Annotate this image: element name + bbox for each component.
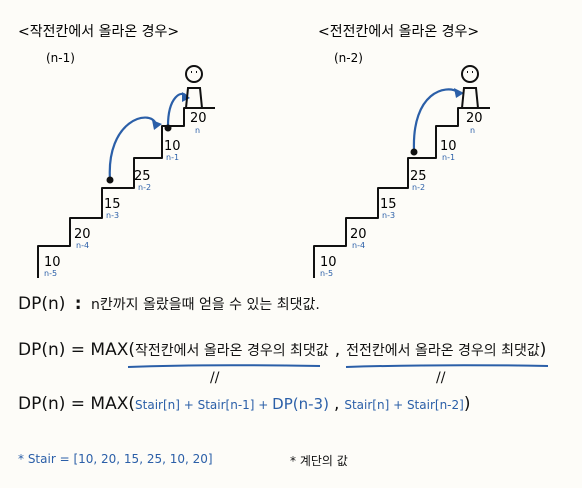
left-diagram-subtitle: (n-1) [46, 51, 75, 65]
left-jump-arrow-one-step-head [182, 92, 190, 102]
left-step-3-index: n-3 [106, 211, 119, 220]
left-step-3-value: 15 [104, 197, 121, 212]
right-step-6-index: n [470, 126, 475, 135]
left-step-6-index: n [195, 126, 200, 135]
left-step-5-value: 10 [164, 139, 181, 154]
recurrence-arg-1: 작전칸에서 올라온 경우의 최댓값 [135, 343, 329, 359]
right-step-5-index: n-1 [442, 153, 455, 162]
formula-line-2: DP(n) = MAX(작전칸에서 올라온 경우의 최댓값, 전전칸에서 올라온 … [18, 340, 546, 360]
left-step-6-value: 20 [190, 111, 207, 126]
expanded-close: ) [463, 394, 471, 414]
left-step-4-value: 25 [134, 169, 151, 184]
left-step-2-index: n-4 [76, 241, 89, 250]
left-stick-figure [185, 65, 203, 109]
right-step-4-index: n-2 [412, 183, 425, 192]
right-step-1-index: n-5 [320, 269, 333, 278]
footnote-note: * 계단의 값 [290, 454, 348, 468]
right-jump-arrow-two-step-head [454, 88, 464, 98]
dp-definition-rhs: n칸까지 올랐을때 얻을 수 있는 최댓값. [91, 297, 320, 313]
recurrence-lhs: DP(n) = MAX( [18, 340, 136, 360]
right-jump-start-dot [410, 148, 418, 156]
right-step-1-value: 10 [320, 255, 337, 270]
right-jump-arrow-two-step [412, 88, 459, 151]
right-step-5-value: 10 [440, 139, 457, 154]
left-step-5-index: n-1 [166, 153, 179, 162]
left-staircase-outline [37, 107, 215, 278]
right-step-2-index: n-4 [352, 241, 365, 250]
left-diagram-title: <작전칸에서 올라온 경우> [18, 24, 179, 40]
right-step-3-value: 15 [380, 197, 397, 212]
left-jump-arrow-two-step-head [152, 120, 162, 130]
recurrence-arg-2: 전전칸에서 올라온 경우의 최댓값 [346, 343, 540, 359]
formula-line-3: DP(n) = MAX(Stair[n] + Stair[n-1] + DP(n… [18, 394, 470, 414]
right-diagram-subtitle: (n-2) [334, 51, 363, 65]
equals-mark-2: // [436, 370, 446, 386]
left-stairs-diagram: <작전칸에서 올라온 경우> (n-1) 10 n-5 20 n-4 15 n-… [18, 24, 215, 278]
left-step-2-value: 20 [74, 227, 91, 242]
right-stick-figure [461, 65, 479, 109]
recurrence-comma: , [334, 340, 341, 360]
right-diagram-title: <전전칸에서 올라온 경우> [318, 24, 479, 40]
expanded-arg-2: Stair[n] + Stair[n-2] [344, 398, 464, 412]
recurrence-close: ) [539, 340, 547, 360]
expanded-lhs: DP(n) = MAX( [18, 394, 136, 414]
dp-definition-colon: : [74, 294, 82, 314]
arg2-underline [345, 364, 549, 368]
left-jump-start-dot-1 [106, 176, 114, 184]
expanded-arg-1b: DP(n-3) [272, 395, 329, 413]
right-stairs-diagram: <전전칸에서 올라온 경우> (n-2) 10 n-5 20 n-4 15 n-… [313, 24, 490, 278]
right-staircase-outline [313, 107, 490, 278]
left-step-1-index: n-5 [44, 269, 57, 278]
arg1-underline [127, 364, 321, 368]
formula-line-1: DP(n) : n칸까지 올랐을때 얻을 수 있는 최댓값. [18, 294, 320, 314]
right-step-3-index: n-3 [382, 211, 395, 220]
left-jump-arrow-two-step [108, 116, 158, 181]
left-step-4-index: n-2 [138, 183, 151, 192]
right-step-4-value: 25 [410, 169, 427, 184]
dp-definition-lhs: DP(n) [18, 294, 66, 314]
left-jump-start-dot-2 [164, 124, 172, 132]
footnote-stair-values: * Stair = [10, 20, 15, 25, 10, 20] [18, 452, 213, 466]
right-step-2-value: 20 [350, 227, 367, 242]
expanded-arg-1a: Stair[n] + Stair[n-1] + [135, 398, 273, 412]
left-step-1-value: 10 [44, 255, 61, 270]
right-step-6-value: 20 [466, 111, 483, 126]
equals-mark-1: // [210, 370, 220, 386]
expanded-comma: , [333, 394, 340, 414]
